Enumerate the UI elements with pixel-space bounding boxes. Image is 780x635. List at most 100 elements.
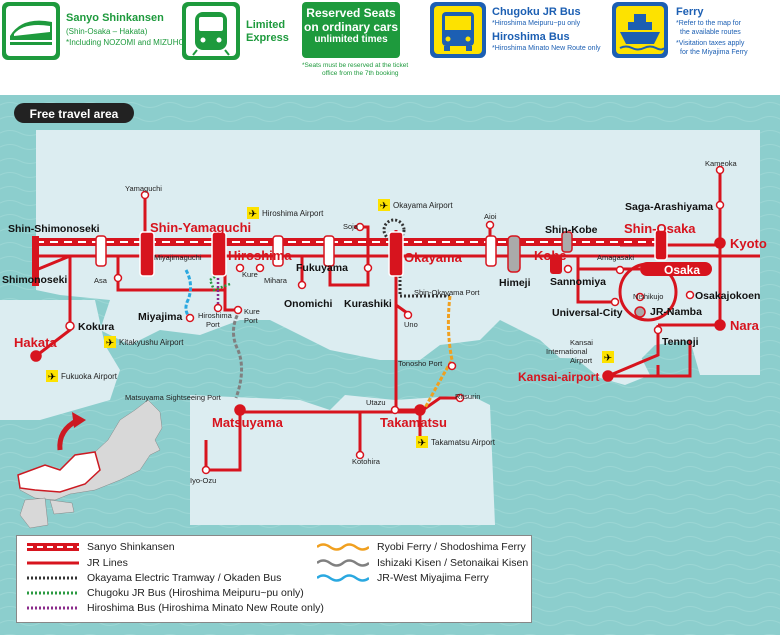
label-utazu: Utazu (366, 398, 386, 407)
reserved-line-1: Reserved Seats (306, 6, 396, 20)
japan-inset-map (17, 399, 163, 529)
label-miyajima: Miyajima (138, 311, 183, 323)
bus-sub-2: *Hiroshima Minato New Route only (492, 45, 601, 52)
label-shimonoseki: Shimonoseki (2, 274, 67, 286)
label-kure-port-1: Kure (244, 307, 260, 316)
svg-text:✈: ✈ (418, 438, 426, 449)
label-takamatsu-airport: Takamatsu Airport (431, 438, 496, 447)
label-kokura: Kokura (78, 321, 114, 333)
ferry-sub-2: the available routes (680, 29, 741, 36)
limited-express-train-icon (182, 2, 240, 60)
label-amagasaki: Amagasaki (597, 253, 634, 262)
label-shin-okayama-port: Shin-Okayama Port (414, 288, 480, 297)
label-fukuoka-airport: Fukuoka Airport (61, 372, 118, 381)
station-dots (30, 165, 726, 475)
free-area-label: Free travel area (30, 107, 119, 121)
label-jr-namba: JR-Namba (650, 306, 702, 318)
label-yamaguchi: Yamaguchi (125, 184, 162, 193)
limited-express-title-2: Express (246, 32, 289, 44)
ferry-title: Ferry (676, 6, 704, 18)
legend-row-ishizaki-ferry: Ishizaki Kisen / Setonaikai Kisen (317, 556, 528, 570)
label-aioi: Aioi (484, 212, 497, 221)
shinkansen-train-icon (2, 2, 60, 60)
label-osakajokoen: Osakajokoen (695, 290, 760, 302)
bus-sub-1: *Hiroshima Meipuru~pu only (492, 20, 581, 27)
label-okayama: Okayama (404, 250, 463, 265)
legend-label-chugoku-bus: Chugoku JR Bus (Hiroshima Meipuru~pu onl… (87, 587, 304, 599)
shinkansen-title: Sanyo Shinkansen (66, 12, 164, 24)
legend-row-miyajima-ferry: JR-West Miyajima Ferry (317, 571, 489, 585)
svg-text:✈: ✈ (604, 353, 612, 364)
label-hiroshima-airport: Hiroshima Airport (262, 209, 324, 218)
label-kansai-airport: Kansai-airport (518, 370, 599, 384)
label-kure: Kure (242, 270, 258, 279)
label-hiroshima-port-1: Hiroshima (198, 311, 233, 320)
label-kameoka: Kameoka (705, 159, 738, 168)
bus-icon (430, 2, 486, 58)
small-station-labels: Yamaguchi Asa Miyajimaguchi Kure Mihara … (94, 159, 738, 485)
label-uno: Uno (404, 320, 418, 329)
ryobi-shodoshima-ferry-route (423, 295, 454, 409)
kansai-airport-icon: ✈ (602, 351, 614, 364)
label-tennoji: Tennoji (662, 336, 699, 348)
label-kyoto: Kyoto (730, 236, 767, 251)
label-saga-arashiyama: Saga-Arashiyama (625, 201, 713, 213)
legend-row-shinkansen: Sanyo Shinkansen (27, 540, 175, 554)
label-takamatsu: Takamatsu (380, 415, 447, 430)
header-legend: Sanyo Shinkansen (Shin-Osaka – Hakata) *… (0, 0, 780, 95)
label-asa: Asa (94, 276, 108, 285)
label-kansai-intl-1: Kansai (570, 338, 593, 347)
legend-label-miyajima-ferry: JR-West Miyajima Ferry (377, 572, 489, 584)
label-nishikujo: Nishikujo (633, 292, 663, 301)
label-osaka: Osaka (664, 263, 700, 277)
svg-text:✈: ✈ (48, 372, 56, 383)
label-shin-yamaguchi: Shin-Yamaguchi (150, 220, 251, 235)
label-nara: Nara (730, 318, 760, 333)
takamatsu-airport-icon: ✈ (416, 436, 428, 449)
port-labels: Hiroshima Port Kure Port Shin-Okayama Po… (125, 288, 480, 402)
label-shin-osaka: Shin-Osaka (624, 221, 696, 236)
legend-row-ryobi-ferry: Ryobi Ferry / Shodoshima Ferry (317, 540, 526, 554)
ferry-sub-1: *Refer to the map for (676, 20, 741, 27)
label-kansai-intl-3: Airport (570, 356, 593, 365)
label-mihara: Mihara (264, 276, 288, 285)
okayama-airport-icon: ✈ (378, 199, 390, 212)
label-miyajimaguchi: Miyajimaguchi (154, 253, 202, 262)
label-onomichi: Onomichi (284, 298, 333, 310)
route-legend: Sanyo Shinkansen JR Lines Okayama Electr… (16, 535, 532, 623)
legend-row-okaden: Okayama Electric Tramway / Okaden Bus (27, 571, 281, 585)
label-hiroshima-port-2: Port (206, 320, 221, 329)
fukuoka-airport-icon: ✈ (46, 370, 58, 383)
svg-text:✈: ✈ (249, 209, 257, 220)
reserved-line-3: unlimited times (314, 33, 388, 45)
reserved-note-2: office from the 7th booking (322, 70, 399, 77)
label-matsuyama: Matsuyama (212, 415, 284, 430)
ferry-sub-4: for the Miyajima Ferry (680, 49, 748, 56)
shinkansen-sub: (Shin-Osaka – Hakata) (66, 27, 148, 36)
legend-label-okaden: Okayama Electric Tramway / Okaden Bus (87, 572, 282, 584)
label-shin-kobe: Shin-Kobe (545, 224, 598, 236)
kitakyushu-airport-icon: ✈ (104, 336, 116, 349)
legend-label-hiroshima-bus: Hiroshima Bus (Hiroshima Minato New Rout… (87, 602, 324, 614)
label-kobe: Kobe (534, 248, 567, 263)
legend-row-jr-lines: JR Lines (27, 556, 128, 570)
label-hiroshima: Hiroshima (228, 248, 292, 263)
osaka-station-box (640, 262, 712, 276)
legend-label-shinkansen: Sanyo Shinkansen (87, 541, 175, 553)
label-kansai-intl-2: International (546, 347, 588, 356)
label-hakata: Hakata (14, 335, 57, 350)
legend-row-hiroshima-bus: Hiroshima Bus (Hiroshima Minato New Rout… (27, 601, 324, 615)
svg-text:✈: ✈ (106, 338, 114, 349)
bus-title-2: Hiroshima Bus (492, 31, 570, 43)
hiroshima-airport-icon: ✈ (247, 207, 259, 220)
ferry-icon (612, 2, 668, 58)
label-iyo-ozu: Iyo-Ozu (190, 476, 216, 485)
reserved-seats-badge: Reserved Seats on ordinary cars unlimite… (302, 2, 400, 58)
label-sannomiya: Sannomiya (550, 276, 606, 288)
legend-label-ryobi-ferry: Ryobi Ferry / Shodoshima Ferry (377, 541, 526, 553)
label-kotohira: Kotohira (352, 457, 381, 466)
label-shin-shimonoseki: Shin-Shimonoseki (8, 223, 100, 235)
label-ritsurin: Ritsurin (455, 392, 480, 401)
svg-text:✈: ✈ (380, 201, 388, 212)
legend-label-ishizaki-ferry: Ishizaki Kisen / Setonaikai Kisen (377, 557, 529, 569)
